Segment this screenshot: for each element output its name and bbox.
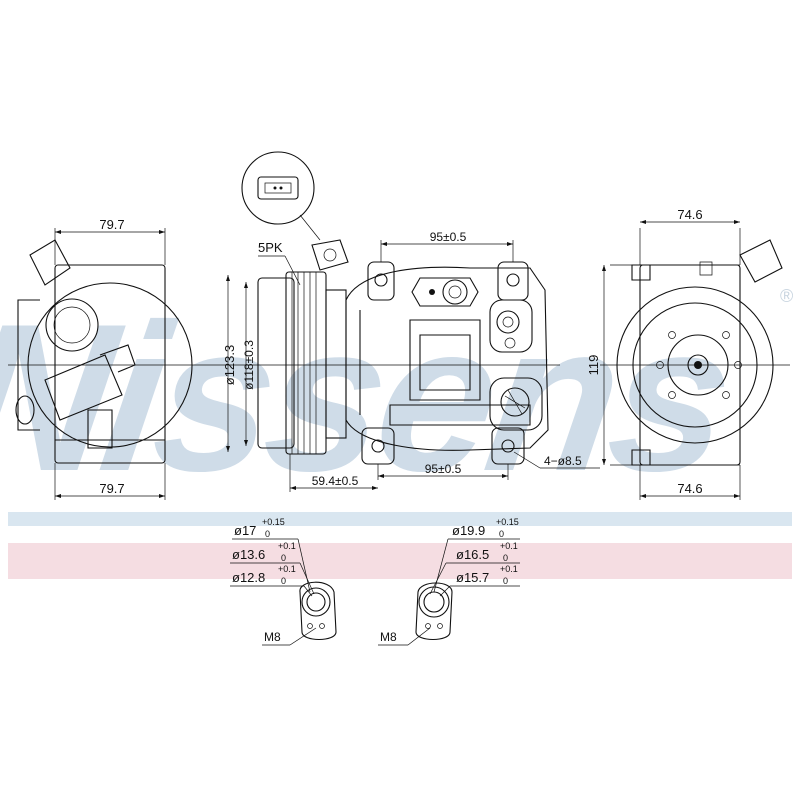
right-bottom-width: 74.6 xyxy=(677,481,702,496)
port-right-d2: ø16.5 xyxy=(456,547,489,562)
pink-band xyxy=(8,543,792,579)
port-left-d2-tol2: 0 xyxy=(281,553,286,563)
belt-label: 5PK xyxy=(258,240,283,255)
bottom-spacing-dim: 95±0.5 xyxy=(425,462,462,476)
connector-detail xyxy=(241,151,321,241)
port-left-d3-tol: +0.1 xyxy=(278,564,296,574)
mounting-holes-label: 4−ø8.5 xyxy=(544,454,582,468)
port-left-d3-tol2: 0 xyxy=(281,576,286,586)
blue-band xyxy=(8,512,792,526)
port-right-d3-tol2: 0 xyxy=(503,576,508,586)
port-left-d1: ø17 xyxy=(234,523,256,538)
right-side-view: 74.6 119 74.6 xyxy=(586,207,790,500)
port-right-thread: M8 xyxy=(380,630,397,644)
port-detail-right: ø19.9 +0.15 0 ø16.5 +0.1 0 ø15.7 +0.1 0 … xyxy=(378,517,520,646)
pulley-offset-dim: 59.4±0.5 xyxy=(312,474,359,488)
left-top-width: 79.7 xyxy=(99,217,124,232)
top-spacing-dim: 95±0.5 xyxy=(430,230,467,244)
port-right-d1: ø19.9 xyxy=(452,523,485,538)
port-left-d2-tol: +0.1 xyxy=(278,541,296,551)
port-left-d1-tol: +0.15 xyxy=(262,517,285,527)
watermark-registered: ® xyxy=(780,286,793,306)
port-right-d3-tol: +0.1 xyxy=(500,564,518,574)
port-right-d3: ø15.7 xyxy=(456,570,489,585)
port-left-d1-tol2: 0 xyxy=(265,529,270,539)
port-left-d3: ø12.8 xyxy=(232,570,265,585)
port-left-d2: ø13.6 xyxy=(232,547,265,562)
right-height-dim: 119 xyxy=(586,355,601,376)
right-top-width: 74.6 xyxy=(677,207,702,222)
port-detail-left: ø17 +0.15 0 ø13.6 +0.1 0 ø12.8 +0.1 0 M8 xyxy=(230,517,337,646)
left-side-view: 79.7 79.7 xyxy=(8,217,200,500)
port-right-d1-tol: +0.15 xyxy=(496,517,519,527)
front-view: 5PK ø123.3 ø118±0.3 xyxy=(200,230,600,492)
port-left-thread: M8 xyxy=(264,630,281,644)
watermark-text: Nissens xyxy=(0,280,740,515)
left-bottom-width: 79.7 xyxy=(99,481,124,496)
port-right-d2-tol: +0.1 xyxy=(500,541,518,551)
port-right-d2-tol2: 0 xyxy=(503,553,508,563)
port-right-d1-tol2: 0 xyxy=(499,529,504,539)
